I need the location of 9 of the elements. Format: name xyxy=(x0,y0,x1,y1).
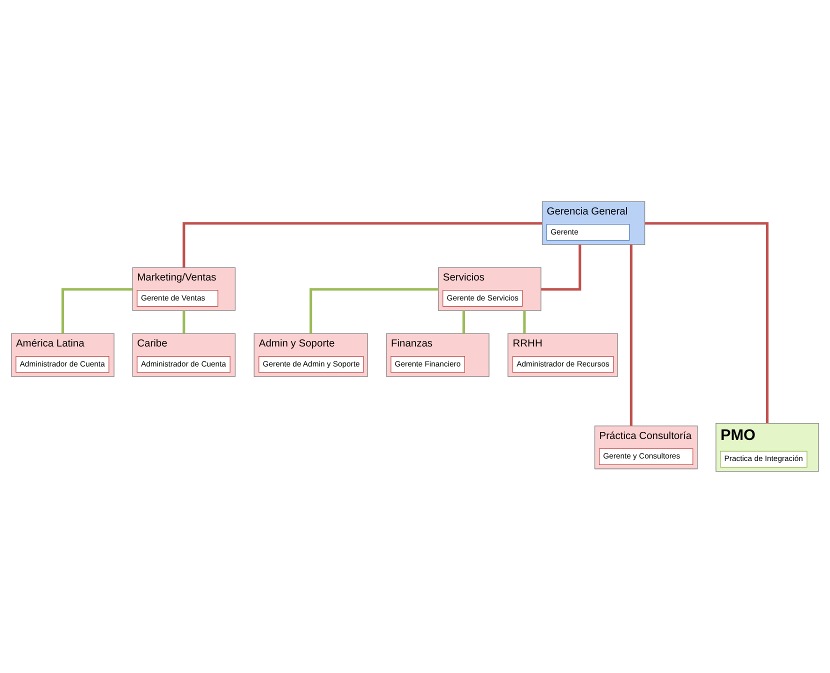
connector xyxy=(541,244,582,291)
connector xyxy=(182,222,542,268)
connector xyxy=(644,222,769,424)
connector xyxy=(462,310,465,334)
connector xyxy=(523,310,526,334)
connector xyxy=(310,288,438,334)
connector xyxy=(182,310,186,334)
connector xyxy=(630,244,632,426)
connector xyxy=(61,288,133,334)
